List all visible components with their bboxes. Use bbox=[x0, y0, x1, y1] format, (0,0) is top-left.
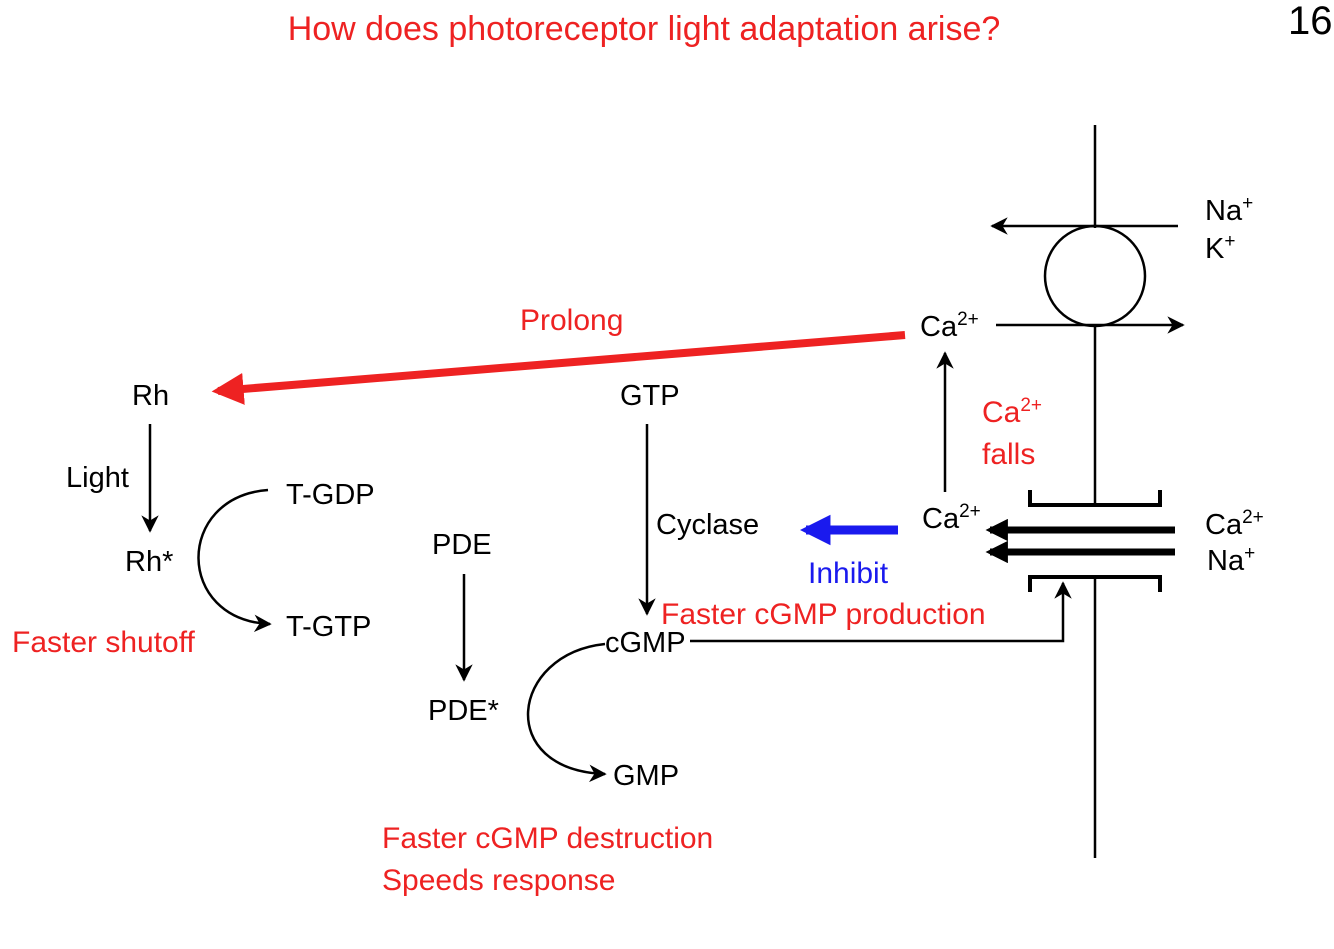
ca-exchanger-base: Ca bbox=[920, 311, 958, 343]
annotation-faster-cgmp-destruction: Faster cGMP destruction bbox=[382, 822, 713, 855]
ca-inside-base: Ca bbox=[922, 503, 960, 535]
ca-falls-sup: 2+ bbox=[1020, 395, 1042, 416]
label-gmp: GMP bbox=[613, 760, 679, 792]
ca-falls-base: Ca bbox=[982, 396, 1021, 429]
annotation-faster-cgmp-production: Faster cGMP production bbox=[661, 598, 986, 631]
cgmp-hydrolysis-curve-arrow bbox=[526, 642, 607, 783]
na-exchanger-sup: + bbox=[1242, 193, 1253, 214]
annotation-faster-shutoff: Faster shutoff bbox=[12, 626, 196, 659]
channel-bottom-bracket bbox=[1028, 575, 1162, 592]
annotation-prolong: Prolong bbox=[520, 304, 623, 337]
prolong-arrow bbox=[211, 331, 906, 405]
page-title: How does photoreceptor light adaptation … bbox=[288, 10, 1001, 48]
na-exchanger-base: Na bbox=[1205, 195, 1243, 227]
cgmp-to-channel-arrow bbox=[690, 581, 1072, 643]
label-pde-star: PDE* bbox=[428, 695, 499, 727]
annotation-ca-falls-line2: falls bbox=[982, 438, 1035, 471]
label-k-exchanger: K+ bbox=[1205, 231, 1235, 265]
annotation-speeds-response: Speeds response bbox=[382, 864, 616, 897]
ca-channel-base: Ca bbox=[1205, 509, 1243, 541]
label-na-exchanger: Na+ bbox=[1205, 193, 1253, 227]
exchanger-circle bbox=[1043, 224, 1147, 328]
page-number: 16 bbox=[1288, 0, 1333, 43]
annotation-ca-falls-line1: Ca2+ bbox=[982, 395, 1042, 429]
k-exchanger-sup: + bbox=[1224, 231, 1235, 252]
label-rh-star: Rh* bbox=[125, 546, 173, 578]
label-light: Light bbox=[66, 462, 129, 494]
na-channel-sup: + bbox=[1244, 543, 1255, 564]
channel-top-bracket bbox=[1028, 490, 1162, 507]
annotation-inhibit: Inhibit bbox=[808, 557, 889, 590]
k-exchanger-base: K bbox=[1205, 233, 1225, 265]
ca-exchanger-sup: 2+ bbox=[957, 309, 979, 330]
label-gtp: GTP bbox=[620, 380, 680, 412]
ca-inside-sup: 2+ bbox=[959, 501, 981, 522]
transducin-curve-arrow bbox=[197, 488, 272, 633]
label-cyclase: Cyclase bbox=[656, 509, 759, 541]
label-ca-channel: Ca2+ bbox=[1205, 507, 1264, 541]
na-channel-base: Na bbox=[1207, 545, 1245, 577]
label-rh: Rh bbox=[132, 380, 169, 412]
ca-channel-sup: 2+ bbox=[1242, 507, 1264, 528]
label-pde: PDE bbox=[432, 529, 492, 561]
label-t-gtp: T-GTP bbox=[286, 611, 371, 643]
label-ca-exchanger: Ca2+ bbox=[920, 309, 979, 343]
label-na-channel: Na+ bbox=[1207, 543, 1255, 577]
label-t-gdp: T-GDP bbox=[286, 479, 375, 511]
label-ca-inside: Ca2+ bbox=[922, 501, 981, 535]
label-cgmp: cGMP bbox=[605, 627, 686, 659]
